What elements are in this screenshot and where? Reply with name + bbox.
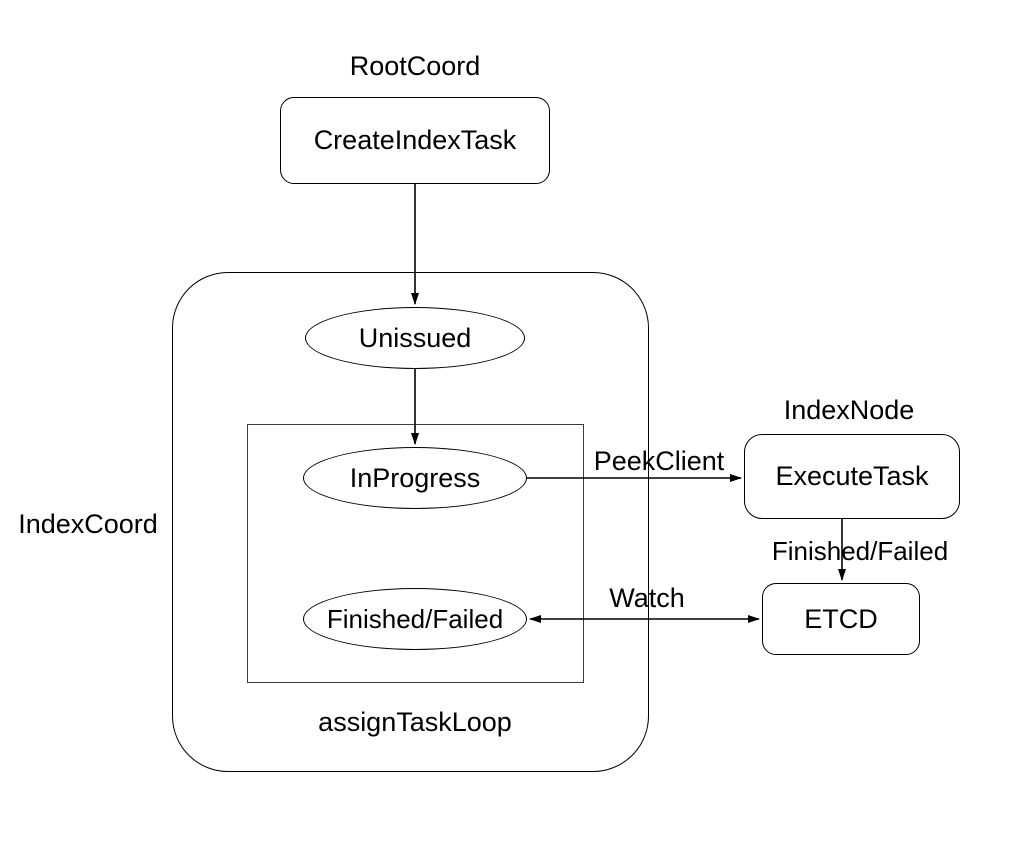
- node-create-index-task-label: CreateIndexTask: [313, 125, 517, 155]
- root-coord-label: RootCoord: [349, 51, 481, 81]
- watch-edge-label: Watch: [609, 583, 685, 613]
- node-finished-failed: Finished/Failed: [303, 588, 527, 650]
- peek-client-edge-label: PeekClient: [593, 446, 725, 476]
- node-create-index-task: CreateIndexTask: [280, 97, 550, 184]
- node-execute-task-label: ExecuteTask: [775, 461, 929, 491]
- index-coord-frame: [172, 272, 649, 772]
- node-in-progress-label: InProgress: [349, 462, 481, 493]
- assign-task-loop-label: assignTaskLoop: [318, 707, 512, 737]
- node-unissued-label: Unissued: [358, 322, 472, 353]
- node-etcd: ETCD: [762, 583, 920, 655]
- index-node-label: IndexNode: [783, 395, 915, 425]
- node-in-progress: InProgress: [303, 447, 527, 509]
- node-etcd-label: ETCD: [804, 603, 878, 634]
- index-coord-label: IndexCoord: [18, 509, 158, 539]
- finished-failed-edge-label: Finished/Failed: [771, 536, 949, 566]
- node-finished-failed-label: Finished/Failed: [326, 604, 504, 634]
- node-execute-task: ExecuteTask: [744, 434, 960, 519]
- node-unissued: Unissued: [305, 307, 525, 369]
